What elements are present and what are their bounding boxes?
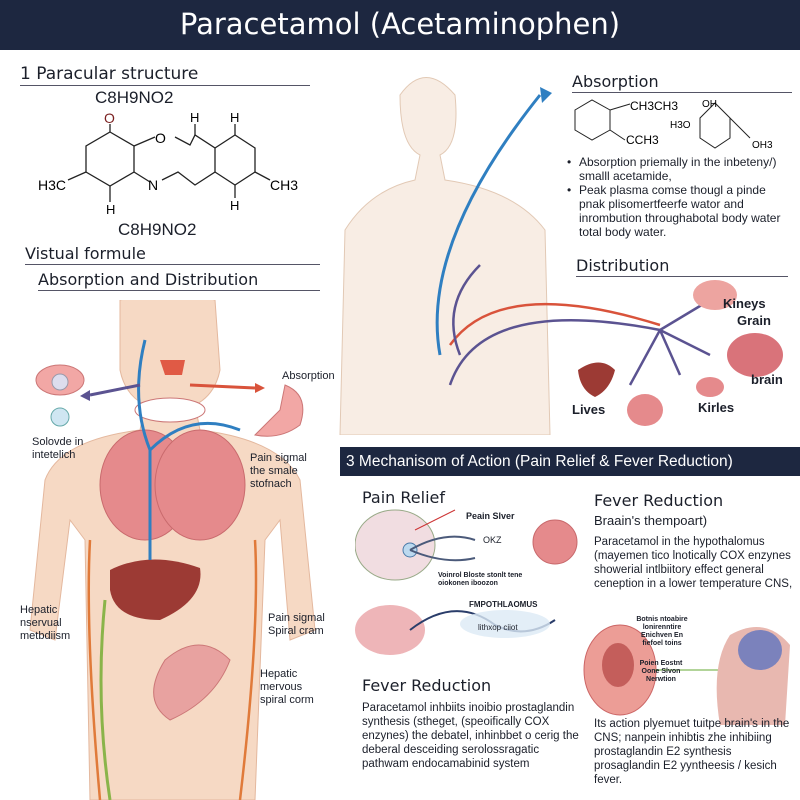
body-illustration [29,300,316,800]
label-pain-signal: Pain sigmal the smale stofnach [250,452,307,490]
torso-illustration [339,77,783,435]
atom-o-ring: O [155,130,166,146]
liver-icon [110,559,201,620]
section3-heading: 3 Mechanisom of Action (Pain Relief & Fe… [340,447,800,476]
mouth [134,397,206,423]
label-fever-bottom: Poien Eostnt Oone Slvon Nerwtion [639,660,683,683]
label-dissolve: Solovde in intetelich [32,436,84,461]
label-kirles: Kirles [698,400,735,415]
kidney-icon [693,280,737,310]
formula-top: C8H9NO2 [95,88,174,107]
label-fever-top: Botnis ntoabire lonirenntire Enichven En… [636,616,688,647]
fever-reduction-subheading: Braain's thempoart) [594,513,708,528]
brain-icon [627,394,663,426]
atom-o-top: O [104,110,115,126]
label-ithxop: lithxop ciiot [478,623,518,632]
label-hepatic-left: Hepatic nservual metbdiism [20,604,71,642]
pain-relief-heading: Pain Relief [362,488,446,507]
atom-h3c: H3C [38,177,66,193]
atom-n: N [148,177,158,193]
molecule-label: CCH3 [626,133,659,147]
nose-icon [160,360,185,375]
molecule-structure: O O N H3C CH3 H H H H [38,110,298,217]
atom-h: H [230,110,239,125]
liver-icon [578,362,615,397]
absorption-heading: Absorption [572,72,792,93]
absorption-molecules: CH3CH3 CCH3 OH H3O OH3 [574,99,773,151]
pill-icon [50,407,70,427]
fever-action-text: Its action plyemuet tuitpe brain's in th… [594,718,790,786]
formula-bottom: C8H9NO2 [118,220,197,239]
lungs-right [154,429,246,541]
label-hepatic-right: Hepatic mervous spiral corm [260,668,314,706]
atom-h: H [190,110,199,125]
fever-reduction-heading: Fever Reduction [362,676,492,695]
fever-mechanism-text: Paracetamol in the hypothalomus (mayemen… [594,536,793,590]
absorption-bullet: Absorption priemally in the inbeteny/) s… [565,155,795,183]
molecule-label: OH3 [752,140,773,151]
stomach-icon [253,384,304,437]
pain-relief-illustration [355,509,578,655]
molecule-label: H3O [670,120,691,131]
fever-illustration [583,624,790,725]
label-pain-signal-2: Pain sigmal Spiral cram [268,612,325,637]
atom-ch3: CH3 [270,177,298,193]
page-title: Paracetamol (Acetaminophen) [0,0,800,50]
label-oxz: OKZ [483,535,502,545]
distribution-heading: Distribution [576,256,788,277]
arrow-blue [435,94,542,356]
fever-reduction-text: Paracetamol inhbiits inoibio prostagland… [362,702,579,770]
absorption-bullet: Peak plasma comse thougl a pinde pnak pl… [565,183,795,239]
intestines-icon [153,644,231,721]
atom-h: H [230,198,239,213]
label-kineys: Kineys [723,296,766,311]
label-lives: Lives [572,402,606,417]
visual-formula-heading: Vistual formule [25,244,320,265]
label-hypothalamus: FMPOTHLAOMUS [469,600,538,609]
molecule-label: OH [702,99,717,110]
label-absorption: Absorption [282,370,335,382]
molecule-label: CH3CH3 [630,99,678,113]
section1-heading: 1 Paracular structure [20,64,310,86]
brain-icon [727,333,783,377]
kidney-icon [696,377,724,397]
atom-h: H [106,202,115,217]
fever-reduction-right-heading: Fever Reduction [594,491,724,510]
label-small: Voinrol Bloste stonlt tene oiokonen iboo… [438,572,523,587]
label-pain-sliver: Peain Slver [466,511,515,521]
absorption-distribution-heading: Absorption and Distribution [38,270,320,291]
label-brain: brain [751,372,783,387]
arrow-blue [148,421,241,452]
label-grain: Grain [737,313,771,328]
